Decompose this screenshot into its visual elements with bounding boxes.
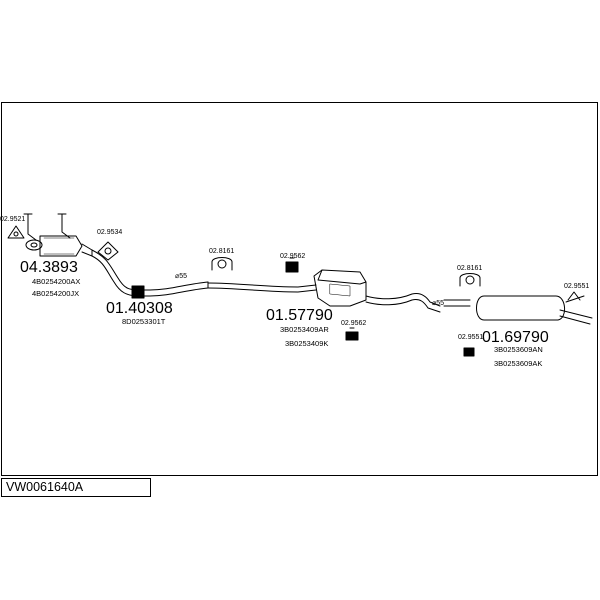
rubber-mount-drawing: [459, 273, 481, 287]
middle-silencer-drawing: [207, 269, 441, 313]
part-number: 01.57790: [266, 307, 333, 324]
clamp-drawing: [345, 327, 359, 341]
accessory-label: 02.8161: [457, 265, 482, 272]
pipe-diameter-label: ⌀55: [175, 273, 187, 280]
gasket-icon: [7, 225, 25, 239]
diagram-code: VW0061640A: [6, 480, 84, 494]
part-number: 01.40308: [106, 300, 173, 317]
part-reference: 8D0253301T: [122, 317, 166, 326]
part-reference: 3B0253609AN: [494, 345, 543, 354]
clamp-drawing: [285, 257, 299, 273]
part-reference: 4B0254200JX: [32, 289, 79, 298]
accessory-label: 02.8161: [209, 248, 234, 255]
clamp-drawing: [463, 291, 581, 357]
rear-silencer-drawing: [443, 295, 593, 325]
catalytic-converter-drawing: [23, 213, 93, 257]
part-reference: 3B0253609AK: [494, 359, 542, 368]
part-reference: 3B0253409K: [285, 339, 328, 348]
accessory-label: 02.9534: [97, 229, 122, 236]
gasket-icon: [97, 241, 119, 261]
accessory-label: 02.9562: [280, 253, 305, 260]
diagram-code-box: VW0061640A: [1, 478, 151, 497]
part-number: 04.3893: [20, 259, 78, 276]
pipe-diameter-label: ⌀55: [432, 300, 444, 307]
part-reference: 3B0253409AR: [280, 325, 329, 334]
part-reference: 4B0254200AX: [32, 277, 80, 286]
part-number: 01.69790: [482, 329, 549, 346]
rubber-mount-drawing: [211, 257, 233, 271]
accessory-label: 02.9551: [458, 334, 483, 341]
accessory-label: 02.9562: [341, 320, 366, 327]
accessory-label: 02.9551: [564, 283, 589, 290]
diagram-frame: [1, 102, 598, 476]
accessory-label: 02.9521: [0, 216, 25, 223]
